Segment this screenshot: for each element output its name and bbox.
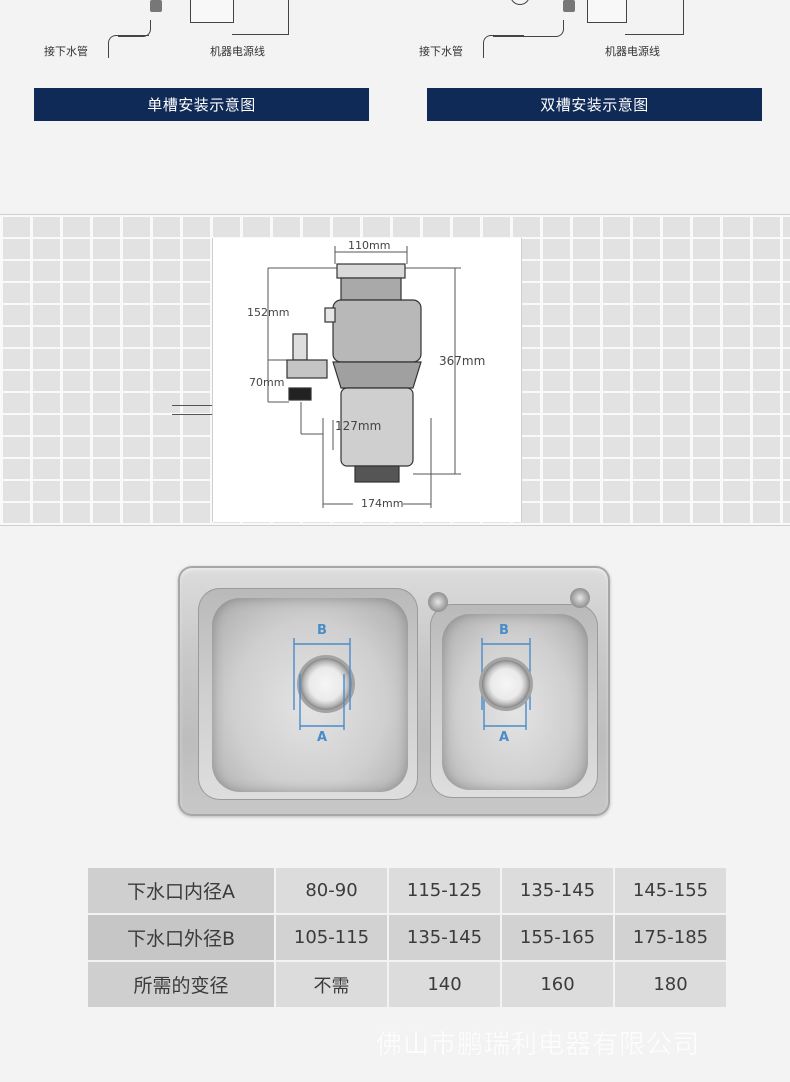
table-cell: 105-115 <box>276 915 387 960</box>
table-cell: 不需 <box>276 962 387 1007</box>
drain-pipe-label: 接下水管 <box>419 45 463 58</box>
sink-bowl-edge <box>510 0 530 5</box>
double-sink-banner: 双槽安装示意图 <box>427 88 762 121</box>
dim-total-height: 367mm <box>439 354 486 368</box>
drain-pipe-line <box>493 20 564 37</box>
double-sink-diagram: 接下水管 机器电源线 <box>395 0 790 125</box>
dim-body-diameter: 127mm <box>335 419 382 433</box>
faucet-hole <box>570 588 590 608</box>
right-outer-diameter-marker: B <box>499 623 509 638</box>
row-header: 所需的变径 <box>88 962 274 1007</box>
row-header: 下水口内径A <box>88 868 274 913</box>
left-drain-measure-lines <box>293 638 531 730</box>
table-cell: 115-125 <box>389 868 500 913</box>
disposer-unit <box>587 0 627 23</box>
company-watermark: 佛山市鹏瑞利电器有限公司 <box>376 1030 701 1060</box>
drain-pipe-label: 接下水管 <box>44 45 88 58</box>
table-cell: 180 <box>615 962 726 1007</box>
table-row: 所需的变径 不需 140 160 180 <box>88 962 726 1007</box>
table-cell: 160 <box>502 962 613 1007</box>
single-sink-banner: 单槽安装示意图 <box>34 88 369 121</box>
table-cell: 155-165 <box>502 915 613 960</box>
left-inner-diameter-marker: A <box>317 730 328 745</box>
table-cell: 145-155 <box>615 868 726 913</box>
single-sink-diagram: 接下水管 机器电源线 <box>0 0 395 125</box>
table-row: 下水口外径B 105-115 135-145 155-165 175-185 <box>88 915 726 960</box>
drain-pipe-line <box>108 35 149 58</box>
table-row: 下水口内径A 80-90 115-125 135-145 145-155 <box>88 868 726 913</box>
table-cell: 140 <box>389 962 500 1007</box>
dim-top-width: 110mm <box>348 239 391 252</box>
right-inner-diameter-marker: A <box>499 730 510 745</box>
power-cord-line <box>625 0 684 35</box>
drain-size-spec-table: 下水口内径A 80-90 115-125 135-145 145-155 下水口… <box>86 866 728 1009</box>
row-header: 下水口外径B <box>88 915 274 960</box>
table-cell: 175-185 <box>615 915 726 960</box>
power-cord-line <box>232 0 289 35</box>
table-cell: 135-145 <box>502 868 613 913</box>
wall-pipe-stub <box>172 405 212 415</box>
left-outer-diameter-marker: B <box>317 623 327 638</box>
drain-pipe-line <box>483 35 524 58</box>
right-drain <box>482 660 530 708</box>
disposer-unit <box>190 0 234 23</box>
table-cell: 135-145 <box>389 915 500 960</box>
faucet-hole <box>428 592 448 612</box>
pipe-fitting <box>150 0 162 12</box>
dimension-drawing-panel: 110mm 152mm 70mm 367mm 127mm 174mm <box>212 238 522 522</box>
double-sink-illustration: B A B A <box>178 566 610 816</box>
power-cord-label: 机器电源线 <box>605 45 660 58</box>
table-cell: 80-90 <box>276 868 387 913</box>
drain-pipe-line <box>118 20 151 37</box>
power-cord-label: 机器电源线 <box>210 45 265 58</box>
disposer-dimension-drawing <box>267 246 461 508</box>
dim-inlet-height: 152mm <box>247 306 290 319</box>
dim-outlet-height: 70mm <box>249 376 285 389</box>
pipe-fitting <box>563 0 575 12</box>
dim-base-width: 174mm <box>361 497 404 510</box>
